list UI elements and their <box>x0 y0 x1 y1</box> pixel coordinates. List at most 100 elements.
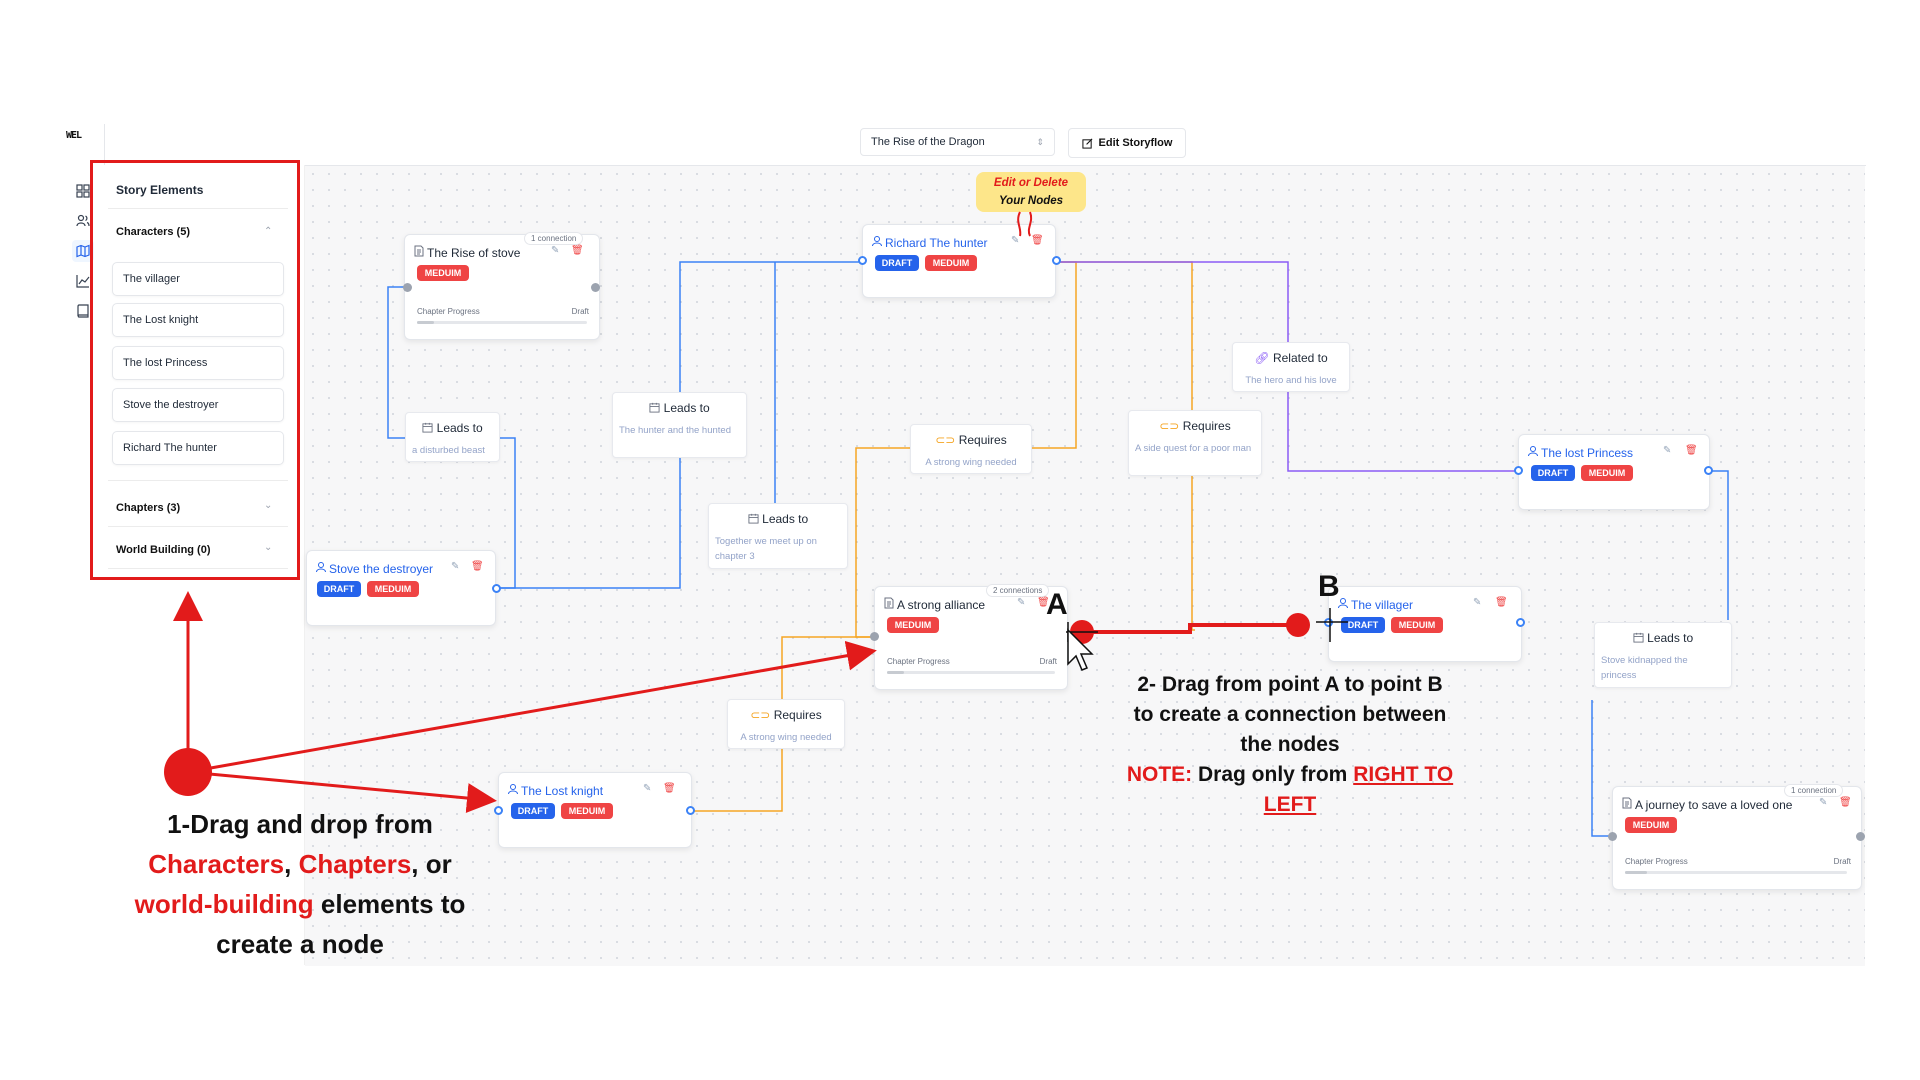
edit-icon[interactable]: ✎ <box>551 245 560 256</box>
chapters-section-header[interactable]: Chapters (3) <box>116 502 181 514</box>
node-title: The Rise of stove <box>427 246 521 260</box>
tooltip-line: Your Nodes <box>998 195 1064 207</box>
edge-description: a disturbed beast <box>412 445 485 456</box>
edit-icon[interactable]: ✎ <box>1663 445 1672 456</box>
node-title: The Lost knight <box>521 784 604 798</box>
node-handle[interactable] <box>1514 466 1523 475</box>
edge-label-leads-to[interactable]: Leads to The hunter and the hunted <box>612 392 747 458</box>
world-building-section-header[interactable]: World Building (0) <box>116 544 211 556</box>
node-handle[interactable] <box>403 283 412 292</box>
world-building-text: world-building <box>134 889 314 919</box>
user-icon <box>316 562 326 573</box>
character-item-lost-knight[interactable]: The Lost knight <box>112 303 284 337</box>
priority-badge: MEDUIM <box>925 255 977 271</box>
chapter-node-strong-alliance[interactable]: A strong alliance ✎ 🗑︎ MEDUIM Chapter Pr… <box>874 586 1068 690</box>
step2-line: the nodes <box>1240 733 1340 756</box>
map-icon[interactable] <box>72 240 94 262</box>
edge-description: The hunter and the hunted <box>619 425 731 436</box>
tooltip-arrow <box>1017 211 1033 237</box>
edge-title: Related to <box>1272 351 1328 365</box>
node-handle[interactable] <box>1608 832 1617 841</box>
delete-icon[interactable]: 🗑︎ <box>471 561 484 572</box>
book-icon[interactable] <box>72 300 94 322</box>
connection-count-badge: 2 connections <box>986 584 1050 597</box>
priority-badge: MEDUIM <box>367 581 419 597</box>
edge-label-leads-to[interactable]: Leads to a disturbed beast <box>405 412 500 462</box>
edit-icon[interactable]: ✎ <box>1011 235 1020 246</box>
node-handle[interactable] <box>1856 832 1865 841</box>
document-icon <box>884 597 894 609</box>
tooltip-edit-delete: Edit or Delete Your Nodes <box>976 172 1086 212</box>
priority-badge: MEDUIM <box>561 803 613 819</box>
node-handle[interactable] <box>1704 466 1713 475</box>
edge-title: Leads to <box>762 512 809 526</box>
dashboard-icon[interactable] <box>72 180 94 202</box>
node-handle[interactable] <box>858 256 867 265</box>
instruction-step-2: 2- Drag from point A to point B to creat… <box>1100 670 1480 820</box>
panel-title: Story Elements <box>116 183 204 197</box>
edit-icon[interactable]: ✎ <box>451 561 460 572</box>
edit-icon[interactable]: ✎ <box>1017 597 1026 608</box>
delete-icon[interactable]: 🗑︎ <box>1839 797 1852 808</box>
node-handle[interactable] <box>591 283 600 292</box>
edge-label-requires[interactable]: ⊂⊃ Requires A side quest for a poor man <box>1128 410 1262 476</box>
priority-badge: MEDUIM <box>1581 465 1633 481</box>
chevron-down-icon[interactable]: ⌄ <box>264 542 273 553</box>
header-divider <box>104 165 1866 166</box>
delete-icon[interactable]: 🗑︎ <box>663 783 676 794</box>
edge-label-related-to[interactable]: 🔗︎ Related to The hero and his love <box>1232 342 1350 392</box>
chapter-node-rise-of-stove[interactable]: The Rise of stove ✎ 🗑︎ MEDUIM Chapter Pr… <box>404 234 600 340</box>
edge-title: Requires <box>773 708 822 722</box>
node-handle[interactable] <box>492 584 501 593</box>
chapter-node-journey[interactable]: A journey to save a loved one ✎ 🗑︎ MEDUI… <box>1612 786 1862 890</box>
connection-count-badge: 1 connection <box>1784 784 1844 797</box>
edit-icon[interactable]: ✎ <box>643 783 652 794</box>
characters-section-header[interactable]: Characters (5) <box>116 226 190 238</box>
user-icon <box>1338 598 1348 609</box>
calendar-icon <box>748 513 759 524</box>
priority-badge: MEDUIM <box>1391 617 1443 633</box>
edge-label-leads-to[interactable]: Leads to Together we meet up on chapter … <box>708 503 848 569</box>
drag-origin-dot <box>164 748 212 796</box>
character-item-lost-princess[interactable]: The lost Princess <box>112 346 284 380</box>
node-title: A strong alliance <box>897 598 986 612</box>
node-handle[interactable] <box>1516 618 1525 627</box>
chart-icon[interactable] <box>72 270 94 292</box>
node-handle[interactable] <box>1052 256 1061 265</box>
character-item-stove[interactable]: Stove the destroyer <box>112 388 284 422</box>
app-logo[interactable]: WEL <box>66 130 82 141</box>
edge-description: Stove kidnapped the princess <box>1601 655 1688 681</box>
status-text: Draft <box>1833 857 1851 866</box>
mouse-cursor-icon <box>1067 628 1094 671</box>
progress-bar <box>1625 871 1847 874</box>
node-handle[interactable] <box>870 632 879 641</box>
delete-icon[interactable]: 🗑︎ <box>1495 597 1508 608</box>
edge-label-leads-to[interactable]: Leads to Stove kidnapped the princess <box>1594 622 1732 688</box>
node-handle[interactable] <box>686 806 695 815</box>
step1-line: create a node <box>216 929 384 959</box>
chevron-down-icon[interactable]: ⌄ <box>264 500 273 511</box>
priority-badge: MEDUIM <box>1625 817 1677 833</box>
delete-icon[interactable]: 🗑︎ <box>1037 597 1050 608</box>
character-item-richard[interactable]: Richard The hunter <box>112 431 284 465</box>
edge-label-requires[interactable]: ⊂⊃ Requires A strong wing needed <box>727 699 845 749</box>
character-node-lost-princess[interactable]: The lost Princess ✎ 🗑︎ DRAFT MEDUIM <box>1518 434 1710 510</box>
wire <box>1708 470 1729 620</box>
character-item-villager[interactable]: The villager <box>112 262 284 296</box>
delete-icon[interactable]: 🗑︎ <box>571 245 584 256</box>
character-node-lost-knight[interactable]: The Lost knight ✎ 🗑︎ DRAFT MEDUIM <box>498 772 692 848</box>
delete-icon[interactable]: 🗑︎ <box>1031 235 1044 246</box>
edit-icon[interactable]: ✎ <box>1819 797 1828 808</box>
chevron-up-icon[interactable]: ⌃ <box>264 226 273 237</box>
users-icon[interactable] <box>72 210 94 232</box>
divider <box>108 208 288 209</box>
character-node-stove[interactable]: Stove the destroyer ✎ 🗑︎ DRAFT MEDUIM <box>306 550 496 626</box>
edit-icon[interactable]: ✎ <box>1473 597 1482 608</box>
delete-icon[interactable]: 🗑︎ <box>1685 445 1698 456</box>
edge-label-requires[interactable]: ⊂⊃ Requires A strong wing needed <box>910 424 1032 474</box>
character-node-richard[interactable]: Richard The hunter ✎ 🗑︎ DRAFT MEDUIM <box>862 224 1056 298</box>
highlight-box <box>90 160 300 580</box>
story-select[interactable]: The Rise of the Dragon ⇕ <box>860 128 1055 156</box>
progress-bar <box>887 671 1055 674</box>
edit-storyflow-button[interactable]: Edit Storyflow <box>1068 128 1186 158</box>
